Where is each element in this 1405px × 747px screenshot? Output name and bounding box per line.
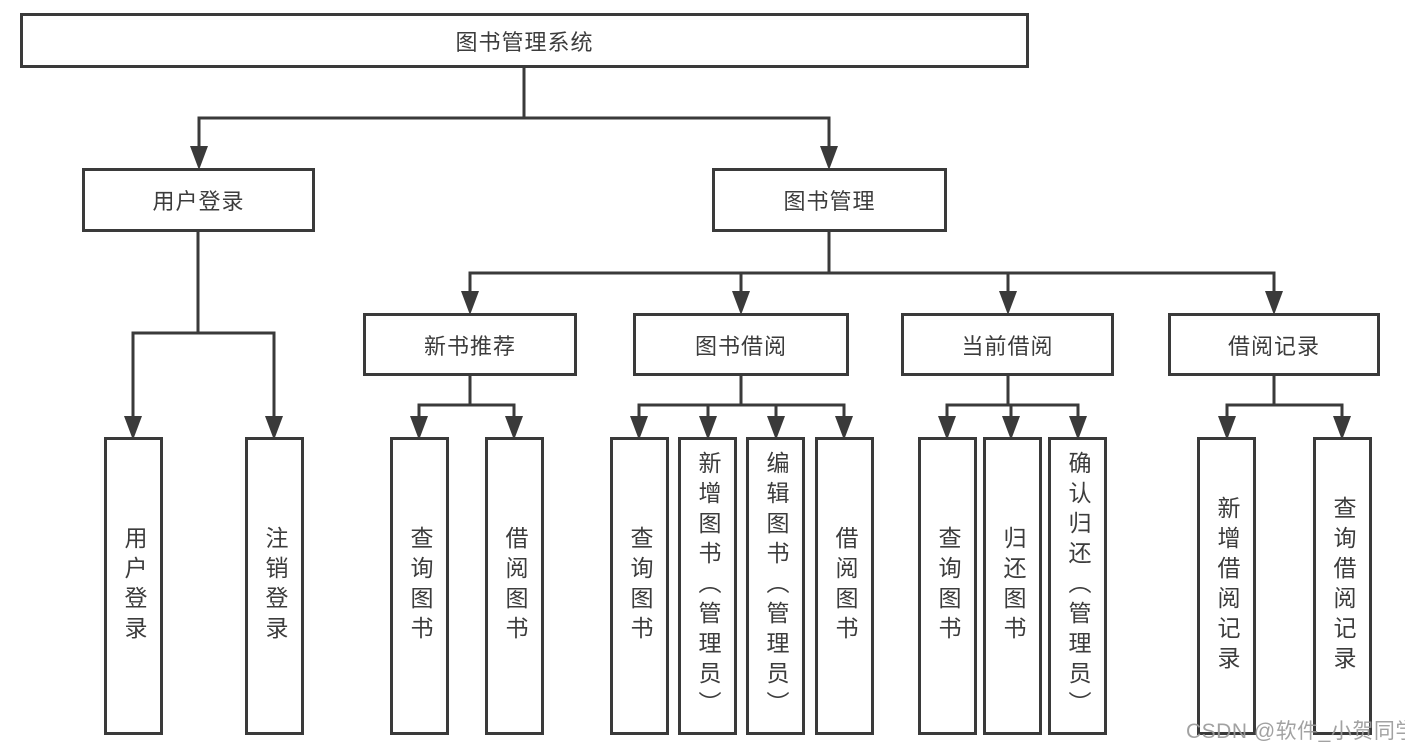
leaf-query-books-current: 查询图书 [918, 437, 977, 735]
leaf-query-borrow-record: 查询借阅记录 [1313, 437, 1372, 735]
leaf-user-login: 用户登录 [104, 437, 163, 735]
node-current-borrowing: 当前借阅 [901, 313, 1114, 376]
node-book-management: 图书管理 [712, 168, 947, 232]
leaf-return-books: 归还图书 [983, 437, 1042, 735]
node-user-login: 用户登录 [82, 168, 315, 232]
leaf-query-books-borrowing: 查询图书 [610, 437, 669, 735]
csdn-watermark: CSDN @软件_小贺同学 [1186, 720, 1405, 743]
leaf-borrow-books-recommend: 借阅图书 [485, 437, 544, 735]
node-new-book-recommendation: 新书推荐 [363, 313, 577, 376]
node-book-borrowing: 图书借阅 [633, 313, 849, 376]
leaf-query-books-recommend: 查询图书 [390, 437, 449, 735]
arrow-down-icons [124, 146, 1351, 440]
leaf-add-book-admin: 新增图书（管理员） [678, 437, 737, 735]
leaf-add-borrow-record: 新增借阅记录 [1197, 437, 1256, 735]
leaf-confirm-return-admin: 确认归还（管理员） [1048, 437, 1107, 735]
leaf-logout: 注销登录 [245, 437, 304, 735]
node-borrowing-records: 借阅记录 [1168, 313, 1380, 376]
leaf-edit-book-admin: 编辑图书（管理员） [746, 437, 805, 735]
node-library-management-system: 图书管理系统 [20, 13, 1029, 68]
leaf-borrow-books-borrowing: 借阅图书 [815, 437, 874, 735]
